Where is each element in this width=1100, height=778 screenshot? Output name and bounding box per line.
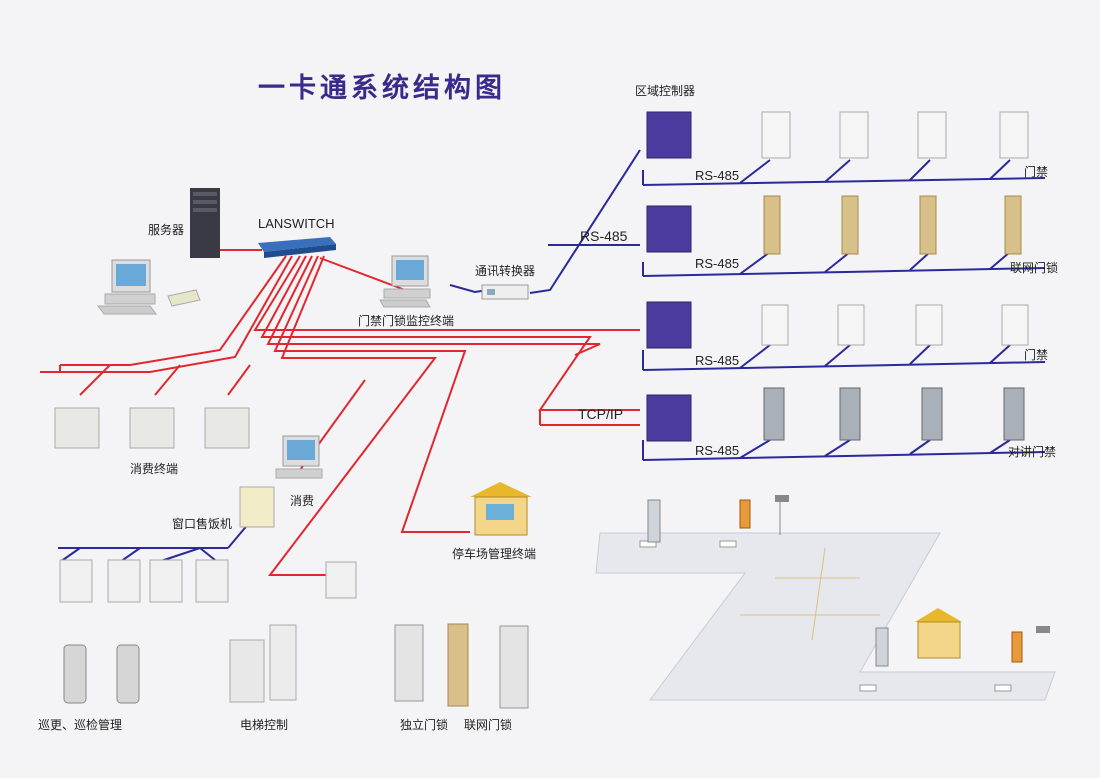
card-terminals (59, 559, 357, 603)
parking-booth-icon (470, 482, 532, 536)
parking-terminal-label: 停车场管理终端 (452, 547, 537, 561)
trunk-rs485-label: RS-485 (580, 228, 628, 244)
row-3-protocol: RS-485 (695, 353, 740, 368)
consumption-workstation-icon (275, 435, 323, 479)
server-label: 服务器 (148, 223, 185, 237)
lan-switch-icon (258, 237, 336, 258)
parking-booth-2-icon (915, 608, 962, 659)
zone-controllers (646, 111, 692, 442)
standalone-lock-label: 独立门锁 (400, 718, 449, 732)
row-1-device-label: 门禁 (1024, 165, 1049, 179)
patrol-devices (63, 644, 140, 704)
row-4-protocol: RS-485 (695, 443, 740, 458)
meal-machine-icon (239, 486, 275, 528)
consumption-label: 消费 (290, 494, 315, 508)
lock-devices (394, 623, 529, 709)
keypad-readers-row-3 (761, 304, 1029, 346)
door-monitor-terminal-label: 门禁门锁监控终端 (358, 314, 455, 328)
server-icon (190, 188, 220, 258)
window-meal-machine-label: 窗口售饭机 (172, 517, 233, 531)
trunk-tcpip-label: TCP/IP (578, 406, 624, 422)
row-4-device-label: 对讲门禁 (1008, 445, 1057, 459)
intercom-panels-row-4 (763, 387, 1025, 441)
parking-lot (595, 532, 1056, 701)
network-lock-label: 联网门锁 (464, 718, 513, 732)
door-locks-row-2 (763, 195, 1022, 255)
pos-terminals (54, 407, 250, 449)
consumption-terminal-label: 消费终端 (130, 462, 179, 476)
converter-icon (481, 284, 529, 300)
row-2-protocol: RS-485 (695, 256, 740, 271)
elevator-devices (229, 624, 297, 703)
admin-workstation-icon (97, 259, 201, 315)
patrol-label: 巡更、巡检管理 (38, 718, 123, 732)
lanswitch-label: LANSWITCH (258, 216, 335, 231)
page-title: 一卡通系统结构图 (258, 73, 506, 104)
door-monitor-workstation-icon (379, 255, 431, 308)
row-3-device-label: 门禁 (1024, 348, 1049, 362)
converter-label: 通讯转换器 (475, 264, 536, 278)
red-network-lines (40, 249, 640, 576)
door-readers-row-1 (761, 111, 1029, 159)
row-1-protocol: RS-485 (695, 168, 740, 183)
elevator-label: 电梯控制 (240, 718, 289, 732)
row-2-device-label: 联网门锁 (1010, 261, 1059, 275)
barrier-gates (647, 495, 1050, 667)
zone-controller-label: 区域控制器 (635, 84, 696, 98)
